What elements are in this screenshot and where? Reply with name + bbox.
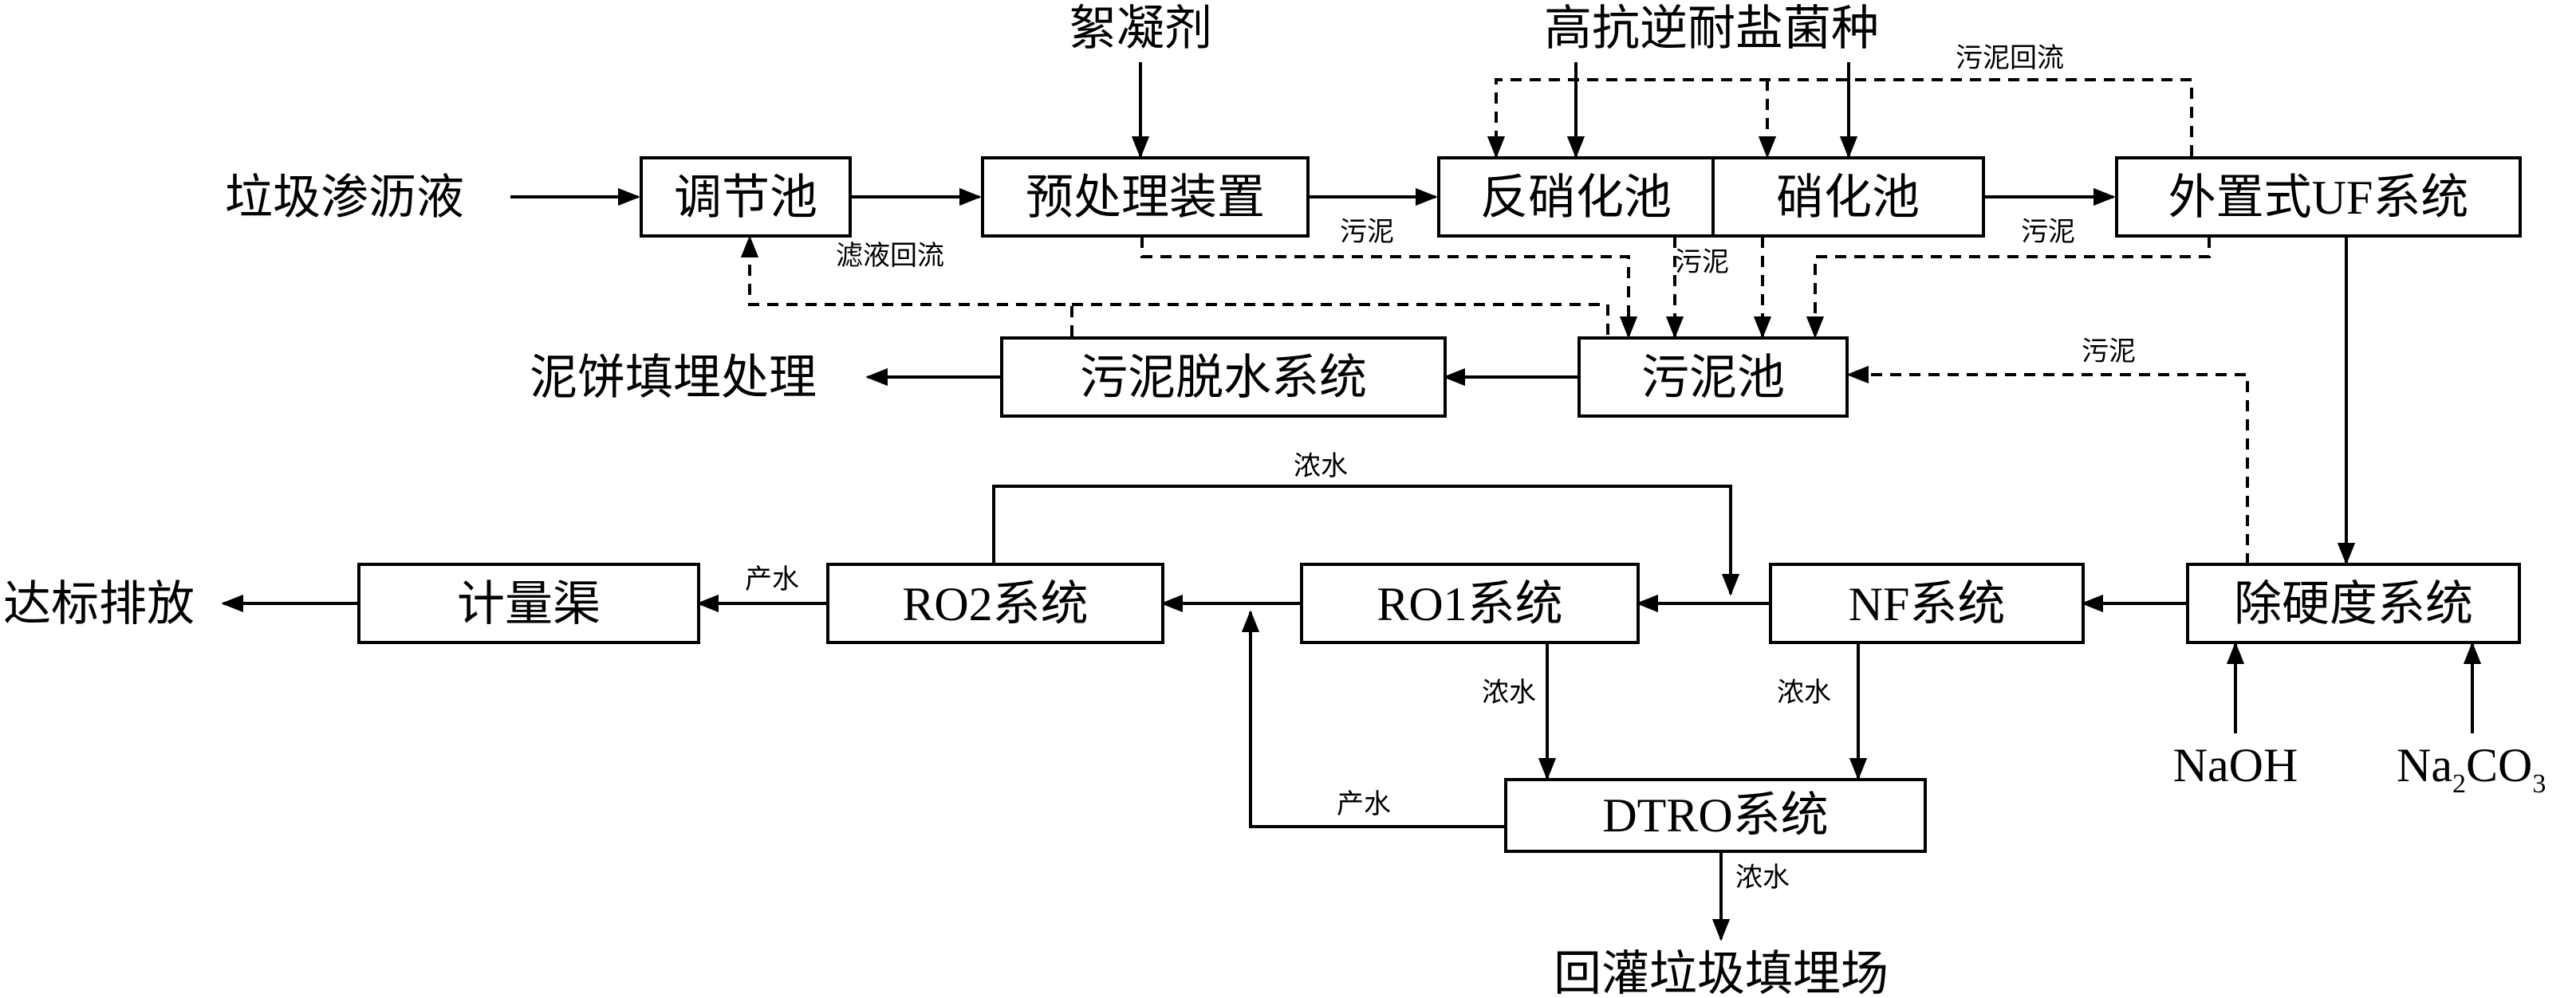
dashed-filtrate-return	[740, 235, 1073, 336]
hardness-sludge-label: 污泥	[2082, 337, 2136, 367]
nitrification-label: 硝化池	[1776, 171, 1920, 224]
ro1-system-node: RO1系统	[1300, 563, 1640, 644]
leachate-input-label: 垃圾渗沥液	[225, 171, 464, 224]
sludge-tank-label: 污泥池	[1641, 352, 1785, 404]
dtro-system-label: DTRO系统	[1602, 789, 1828, 842]
bacteria-input-label: 高抗逆耐盐菌种	[1544, 2, 1879, 55]
ro1-concentrate-label: 浓水	[1482, 678, 1536, 708]
denitrification-label: 反硝化池	[1480, 171, 1672, 224]
nf-system-label: NF系统	[1849, 578, 2006, 631]
uf-sludge-label: 污泥	[2021, 218, 2075, 247]
hardness-removal-node: 除硬度系统	[2186, 563, 2521, 644]
regulating-tank-label: 调节池	[674, 171, 817, 224]
ro2-concentrate-label: 浓水	[1294, 452, 1348, 481]
sludge-return-label: 污泥回流	[1956, 43, 2064, 73]
flocculant-input-label: 絮凝剂	[1069, 2, 1212, 55]
sludge-dewatering-node: 污泥脱水系统	[1000, 336, 1447, 418]
reinjection-output-label: 回灌垃圾填埋场	[1554, 948, 1889, 998]
metering-channel-node: 计量渠	[357, 563, 700, 644]
metering-channel-label: 计量渠	[457, 578, 601, 631]
dtro-permeate-label: 产水	[1337, 789, 1391, 819]
arrow-dtro-permeate-return	[1241, 610, 1504, 828]
pretreatment-node: 预处理装置	[981, 156, 1310, 238]
sludge-tank-node: 污泥池	[1578, 336, 1849, 418]
na2co3-input-label: Na2CO3	[2397, 739, 2546, 799]
regulating-tank-node: 调节池	[640, 156, 852, 238]
ro2-permeate-label: 产水	[745, 564, 799, 595]
arrow-ro2-concentrate-return	[992, 485, 1740, 596]
dashed-sludge-return	[1487, 78, 2193, 159]
discharge-output-label: 达标排放	[3, 578, 195, 631]
naoh-input-label: NaOH	[2173, 739, 2298, 792]
hardness-removal-label: 除硬度系统	[2234, 578, 2473, 631]
uf-system-node: 外置式UF系统	[2115, 156, 2522, 238]
pretreatment-sludge-label: 污泥	[1340, 218, 1394, 247]
cake-landfill-output-label: 泥饼填埋处理	[530, 352, 817, 404]
dashed-hardness-sludge	[1846, 365, 2249, 564]
dashed-filtrate-branch	[1072, 303, 1609, 336]
denitrification-node: 反硝化池	[1437, 156, 1715, 238]
ro1-system-label: RO1系统	[1377, 578, 1562, 631]
dtro-concentrate-label: 浓水	[1735, 863, 1790, 893]
nf-concentrate-label: 浓水	[1777, 678, 1831, 708]
sludge-dewatering-label: 污泥脱水系统	[1080, 352, 1367, 404]
dtro-system-node: DTRO系统	[1504, 778, 1927, 853]
dashed-pretreatment-sludge	[1140, 237, 1638, 339]
pretreatment-label: 预处理装置	[1026, 171, 1265, 224]
nitrification-node: 硝化池	[1711, 156, 1985, 238]
denitrification-sludge-label: 污泥	[1675, 248, 1729, 277]
dashed-uf-sludge	[1806, 237, 2211, 339]
nf-system-node: NF系统	[1769, 563, 2085, 644]
filtrate-return-label: 滤液回流	[836, 241, 944, 271]
ro2-system-label: RO2系统	[902, 578, 1088, 631]
uf-system-label: 外置式UF系统	[2168, 171, 2469, 224]
ro2-system-node: RO2系统	[826, 563, 1164, 644]
